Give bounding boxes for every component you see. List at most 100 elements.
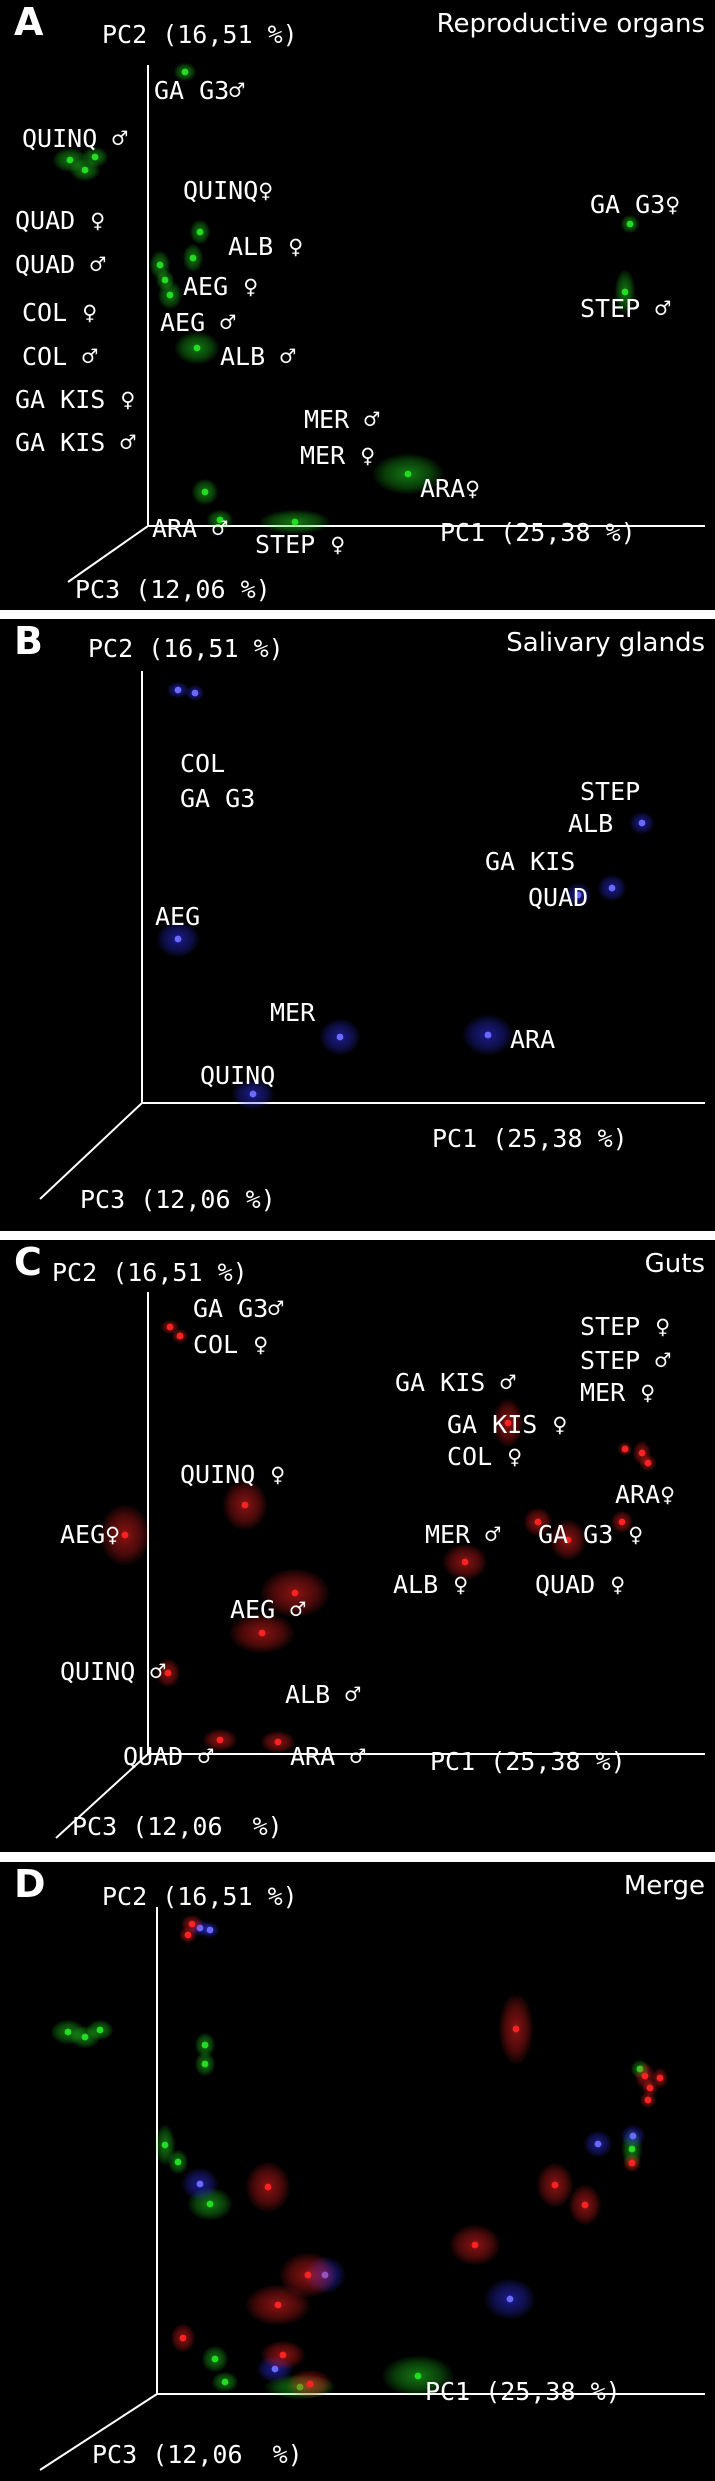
point-label: AEG	[155, 902, 201, 931]
data-point	[191, 689, 199, 697]
point-label: QUINQ ♂	[22, 124, 128, 153]
data-point	[638, 819, 646, 827]
pc3-axis	[39, 2393, 158, 2471]
point-label: ALB ♀	[393, 1570, 469, 1599]
point-label: COL ♀	[447, 1442, 523, 1471]
data-point	[216, 1736, 224, 1744]
data-point	[201, 488, 209, 496]
data-point	[221, 2378, 229, 2386]
point-label: GA KIS ♀	[15, 385, 136, 414]
pc2-axis-label: PC2 (16,51 %)	[88, 634, 284, 663]
data-point	[156, 261, 164, 269]
data-point	[564, 1536, 572, 1544]
data-point	[211, 2355, 219, 2363]
point-label: MER ♀	[580, 1378, 656, 1407]
data-point	[644, 2096, 652, 2104]
point-label: ALB ♀	[228, 232, 304, 261]
data-point	[621, 1445, 629, 1453]
point-label: STEP ♂	[580, 1346, 671, 1375]
panel-letter: D	[14, 1862, 46, 1906]
data-point	[512, 2025, 520, 2033]
point-label: ARA ♂	[152, 514, 228, 543]
point-label: QUINQ ♀	[180, 1460, 286, 1489]
panel-letter: B	[14, 619, 43, 663]
point-label: STEP ♀	[580, 1312, 671, 1341]
pc3-axis-label: PC3 (12,06 %)	[80, 1185, 276, 1214]
point-label: COL ♀	[193, 1330, 269, 1359]
point-label: ARA♀	[615, 1480, 676, 1509]
data-point	[193, 344, 201, 352]
data-point	[279, 2351, 287, 2359]
data-point	[621, 288, 629, 296]
point-label: GA G3	[180, 784, 256, 813]
point-label: GA G3♂	[193, 1294, 284, 1323]
pc3-axis	[55, 1753, 149, 1839]
point-label: QUAD ♂	[15, 250, 106, 279]
data-point	[304, 2271, 312, 2279]
data-point	[628, 2145, 636, 2153]
point-label: GA G3 ♀	[538, 1520, 644, 1549]
point-label: GA KIS ♀	[447, 1410, 568, 1439]
pc2-axis-label: PC2 (16,51 %)	[102, 1882, 298, 1911]
data-point	[91, 153, 99, 161]
point-label: GA G3♀	[590, 190, 681, 219]
point-label: COL ♀	[22, 298, 98, 327]
data-point	[206, 2200, 214, 2208]
point-label: GA KIS ♂	[15, 428, 136, 457]
pc3-axis	[67, 525, 149, 583]
data-point	[626, 220, 634, 228]
point-label: COL ♂	[22, 342, 98, 371]
data-point	[216, 516, 224, 524]
data-point	[196, 2180, 204, 2188]
data-point	[174, 935, 182, 943]
point-label: QUAD ♀	[15, 206, 106, 235]
point-label: GA KIS	[485, 847, 576, 876]
data-point	[628, 2159, 636, 2167]
chart-a	[53, 63, 705, 583]
point-label: QUINQ ♂	[60, 1657, 166, 1686]
point-label: GA G3♂	[154, 76, 245, 105]
point-label: ARA♀	[420, 474, 481, 503]
data-point	[179, 2334, 187, 2342]
data-point	[96, 2026, 104, 2034]
data-point	[206, 1926, 214, 1934]
pc3-axis-label: PC3 (12,06 %)	[92, 2440, 303, 2469]
panel-title: Reproductive organs	[436, 9, 705, 39]
data-point	[174, 686, 182, 694]
data-point	[534, 1518, 542, 1526]
pc3-axis-label: PC3 (12,06 %)	[72, 1812, 283, 1841]
data-point	[274, 1738, 282, 1746]
point-label: STEP ♀	[255, 530, 346, 559]
point-label: QUINQ♀	[183, 176, 274, 205]
point-label: MER ♂	[304, 405, 380, 434]
data-point	[336, 1033, 344, 1041]
data-point	[161, 276, 169, 284]
panel-letter: A	[14, 0, 44, 44]
data-point	[414, 2372, 422, 2380]
data-point	[174, 2158, 182, 2166]
data-point	[594, 2140, 602, 2148]
data-point	[618, 1518, 626, 1526]
pc1-axis-label: PC1 (25,38 %)	[430, 1747, 626, 1776]
pc3-axis-label: PC3 (12,06 %)	[75, 575, 271, 604]
data-point	[81, 2033, 89, 2041]
data-point	[184, 1931, 192, 1939]
data-point	[161, 2141, 169, 2149]
data-point	[201, 2041, 209, 2049]
data-point	[461, 1558, 469, 1566]
data-point	[241, 1501, 249, 1509]
point-label: AEG ♂	[230, 1595, 306, 1624]
pc1-axis-label: PC1 (25,38 %)	[440, 518, 636, 547]
data-point	[629, 2132, 637, 2140]
point-label: GA KIS ♂	[395, 1368, 516, 1397]
data-point	[581, 2201, 589, 2209]
point-label: QUAD ♂	[123, 1742, 214, 1771]
data-point	[166, 1323, 174, 1331]
pc2-axis-label: PC2 (16,51 %)	[52, 1258, 248, 1287]
data-point	[644, 1459, 652, 1467]
point-label: ARA	[510, 1025, 556, 1054]
point-label: AEG ♀	[183, 272, 259, 301]
